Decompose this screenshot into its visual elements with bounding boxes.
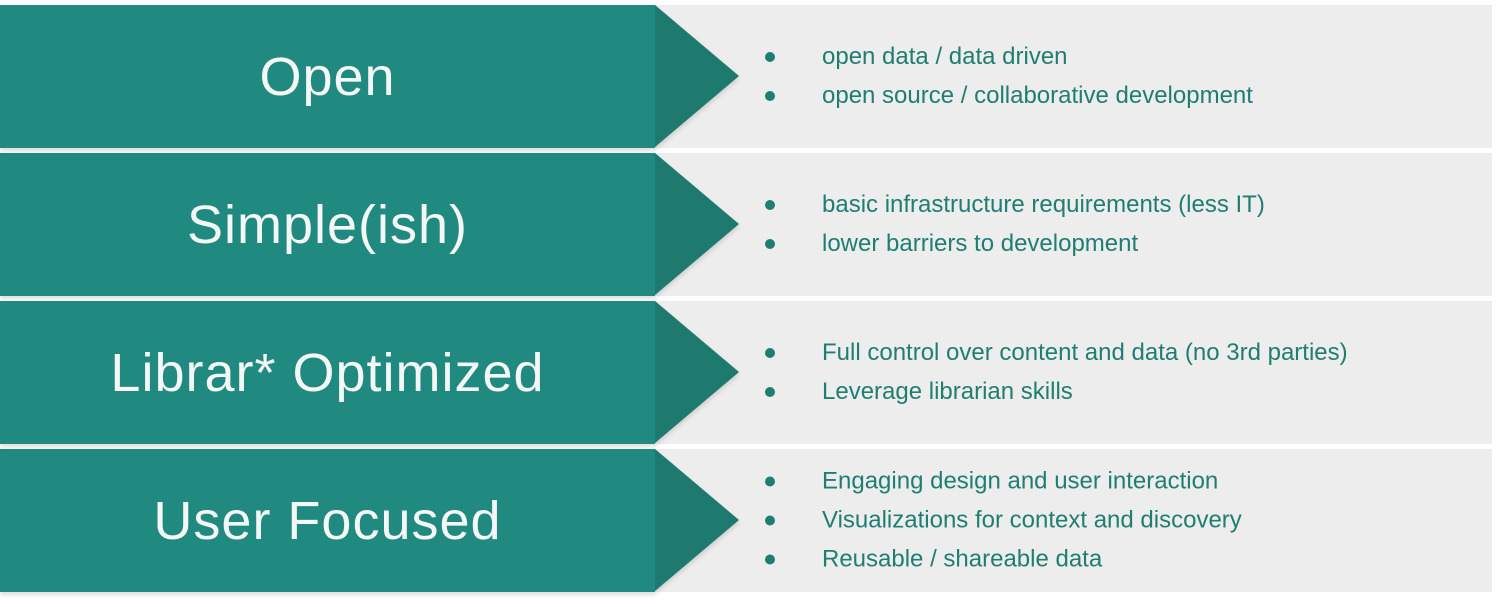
banner-title: User Focused	[153, 490, 502, 551]
bullet-text: open source / collaborative development	[822, 82, 1253, 109]
arrowhead-icon	[655, 301, 739, 443]
arrow-banner-open: Open	[0, 5, 740, 148]
row-simple: Simple(ish) basic infrastructure require…	[0, 153, 1492, 296]
bullet-list: open data / data driven open source / co…	[765, 38, 1253, 116]
bullet-icon	[765, 239, 775, 249]
bullet-icon	[765, 554, 775, 565]
bullet-text: Engaging design and user interaction	[822, 467, 1219, 495]
bullet-list: basic infrastructure requirements (less …	[765, 186, 1265, 264]
list-item: Leverage librarian skills	[765, 373, 1348, 412]
banner-title: Librar* Optimized	[110, 342, 545, 403]
bullet-icon	[765, 387, 775, 397]
list-item: open source / collaborative development	[765, 77, 1253, 116]
list-item: Engaging design and user interaction	[765, 462, 1242, 501]
arrow-body: Simple(ish)	[0, 153, 655, 296]
bullet-list: Engaging design and user interaction Vis…	[765, 462, 1242, 579]
bullet-text: basic infrastructure requirements (less …	[822, 191, 1265, 218]
list-item: Reusable / shareable data	[765, 540, 1242, 579]
banner-title: Simple(ish)	[186, 194, 469, 255]
arrowhead-icon	[655, 449, 739, 591]
row-librar-optimized: Librar* Optimized Full control over cont…	[0, 301, 1492, 444]
bullet-text: Leverage librarian skills	[822, 378, 1073, 405]
list-item: Full control over content and data (no 3…	[765, 334, 1348, 373]
arrowhead-icon	[655, 153, 739, 295]
bullet-icon	[765, 91, 775, 101]
list-item: Visualizations for context and discovery	[765, 501, 1242, 540]
bullet-icon	[765, 52, 775, 62]
bullet-text: open data / data driven	[822, 43, 1068, 70]
arrow-banner-simple: Simple(ish)	[0, 153, 740, 296]
arrow-banner-librar-optimized: Librar* Optimized	[0, 301, 740, 444]
bullet-text: Full control over content and data (no 3…	[822, 339, 1348, 366]
bullet-text: Reusable / shareable data	[822, 545, 1103, 573]
bullet-text: lower barriers to development	[822, 230, 1139, 257]
list-item: basic infrastructure requirements (less …	[765, 186, 1265, 225]
bullet-icon	[765, 476, 775, 487]
banner-title: Open	[259, 46, 396, 107]
list-item: open data / data driven	[765, 38, 1253, 77]
bullet-list: Full control over content and data (no 3…	[765, 334, 1348, 412]
row-open: Open open data / data driven open source…	[0, 5, 1492, 148]
bullet-icon	[765, 515, 775, 526]
arrow-body: Open	[0, 5, 655, 148]
arrow-body: User Focused	[0, 449, 655, 592]
bullet-icon	[765, 200, 775, 210]
list-item: lower barriers to development	[765, 225, 1265, 264]
bullet-text: Visualizations for context and discovery	[822, 506, 1242, 534]
bullet-icon	[765, 348, 775, 358]
arrow-banner-user-focused: User Focused	[0, 449, 740, 592]
row-user-focused: User Focused Engaging design and user in…	[0, 449, 1492, 592]
arrow-body: Librar* Optimized	[0, 301, 655, 444]
arrowhead-icon	[655, 5, 739, 147]
